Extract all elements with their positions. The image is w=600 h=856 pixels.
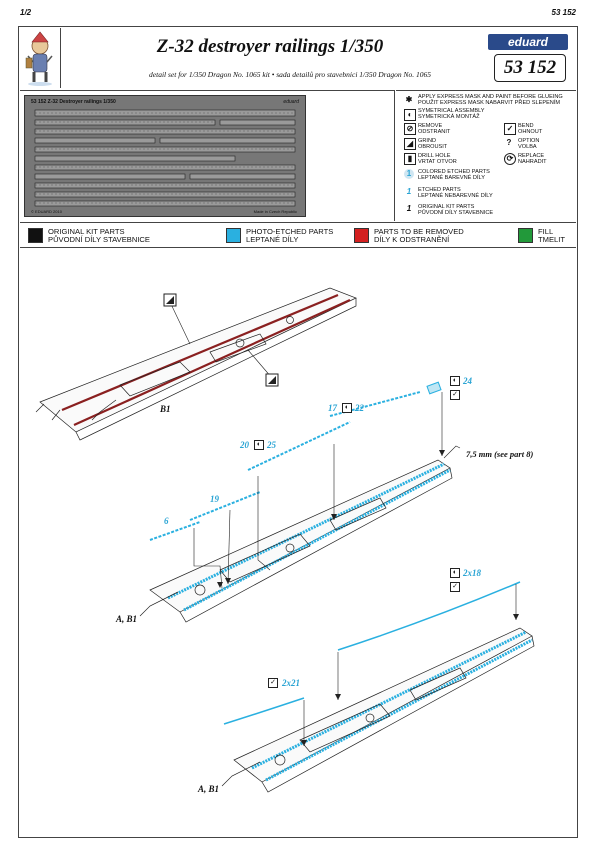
drill-icon: ▮ (404, 153, 416, 165)
grind-icon (166, 296, 174, 304)
legend-option: OPTION VOLBA (518, 138, 540, 151)
catalog-number: 53 152 (494, 54, 566, 82)
legend-bend: BEND OHNOUT (518, 123, 543, 136)
mascot-logo (20, 28, 61, 88)
railing-6 (149, 521, 201, 541)
bend-icon: ✓ (268, 678, 278, 688)
part-24 (426, 381, 442, 395)
leader-lines-2 (193, 392, 461, 589)
bend-icon: ✓ (450, 390, 460, 400)
label-part-2x21: 2x21 (282, 678, 300, 688)
label-part-19: 19 (210, 494, 219, 504)
fret-title: 53 152 Z-32 Destroyer railings 1/350 (31, 99, 116, 105)
catalog-ref: 53 152 (551, 8, 576, 17)
hull-step-2 (139, 459, 453, 623)
railing-19 (189, 491, 261, 521)
fret-parts-icon (34, 109, 296, 207)
symmetrical-icon: ◐ (342, 403, 352, 413)
legend-drill: DRILL HOLE VRTAT OTVOR (418, 153, 457, 166)
fret-made-in: Made in Czech Republic (253, 209, 297, 214)
symmetrical-icon: ◐ (404, 109, 416, 121)
grind-icon (268, 376, 276, 384)
label-part-25: 25 (267, 440, 276, 450)
leader-line (247, 349, 273, 379)
label-part-6: 6 (164, 516, 169, 526)
symbol-legend: ✱ APPLY EXPRESS MASK AND PAINT BEFORE GL… (396, 90, 576, 221)
dimension-note: 7,5 mm (see part 8) (466, 449, 534, 459)
railing-21 (223, 697, 305, 725)
swatch-original (28, 228, 43, 243)
legend-replace: REPLACE NAHRADIT (518, 153, 547, 166)
mascot-icon (25, 31, 53, 86)
symmetrical-icon: ◐ (450, 568, 460, 578)
leader-line (169, 301, 191, 345)
legend-grind: GRIND OBROUSIT (418, 138, 448, 151)
label-ab1-step3: A, B1 (198, 784, 220, 794)
etched-icon: 1 (406, 187, 412, 196)
option-icon: ? (506, 138, 512, 147)
fret-brand: eduard (283, 99, 299, 105)
replace-icon: ⟳ (504, 153, 516, 165)
page-number: 1/2 (20, 8, 32, 17)
legend-symmetrical: SYMETRICAL ASSEMBLY SYMETRICKÁ MONTÁŽ (418, 108, 485, 121)
grind-icon: ◢ (404, 138, 416, 150)
swatch-fill (518, 228, 533, 243)
legend-colored-etched: COLORED ETCHED PARTS LEPTANÉ BAREVNÉ DÍL… (418, 169, 490, 182)
railing-18 (337, 581, 521, 651)
etched-fret-image: 53 152 Z-32 Destroyer railings 1/350 edu… (24, 95, 306, 217)
label-b1: B1 (160, 404, 171, 414)
swatch-remove (354, 228, 369, 243)
bend-icon: ✓ (450, 582, 460, 592)
label-part-17: 17 (328, 403, 337, 413)
swatch-etched (226, 228, 241, 243)
label-part-20: 20 (240, 440, 249, 450)
legend-remove: REMOVE ODSTRANIT (418, 123, 451, 136)
railing-25 (247, 421, 351, 471)
hull-step-3 (221, 627, 535, 793)
label-part-22: 22 (355, 403, 364, 413)
symmetrical-icon: ◐ (450, 376, 460, 386)
label-ab1-step2: A, B1 (116, 614, 138, 624)
symmetrical-icon: ◐ (254, 440, 264, 450)
legend-etched: ETCHED PARTS LEPTANÉ NEBAREVNÉ DÍLY (418, 187, 493, 200)
hull-step-1 (35, 287, 357, 441)
page-frame (18, 26, 578, 838)
fret-panel: 53 152 Z-32 Destroyer railings 1/350 edu… (20, 90, 395, 221)
remove-icon: ⊘ (404, 123, 416, 135)
label-part-2x18: 2x18 (463, 568, 481, 578)
label-part-24: 24 (463, 376, 472, 386)
arrowheads (217, 450, 519, 746)
page-title: Z-32 destroyer railings 1/350 (156, 36, 384, 57)
colored-etched-icon: 1 (404, 169, 414, 179)
paint-mask-icon: ✱ (405, 95, 413, 104)
kit-part-icon: 1 (406, 204, 412, 213)
legend-kit-part: ORIGINAL KIT PARTS PŮVODNÍ DÍLY STAVEBNI… (418, 204, 494, 217)
legend-paint-mask: APPLY EXPRESS MASK AND PAINT BEFORE GLUE… (418, 94, 563, 107)
brand-logo: eduard (488, 34, 568, 50)
fret-copyright: © EDUARD 2010 (31, 209, 62, 214)
bend-icon: ✓ (504, 123, 516, 135)
page-subtitle: detail set for 1/350 Dragon No. 1065 kit… (149, 70, 431, 79)
